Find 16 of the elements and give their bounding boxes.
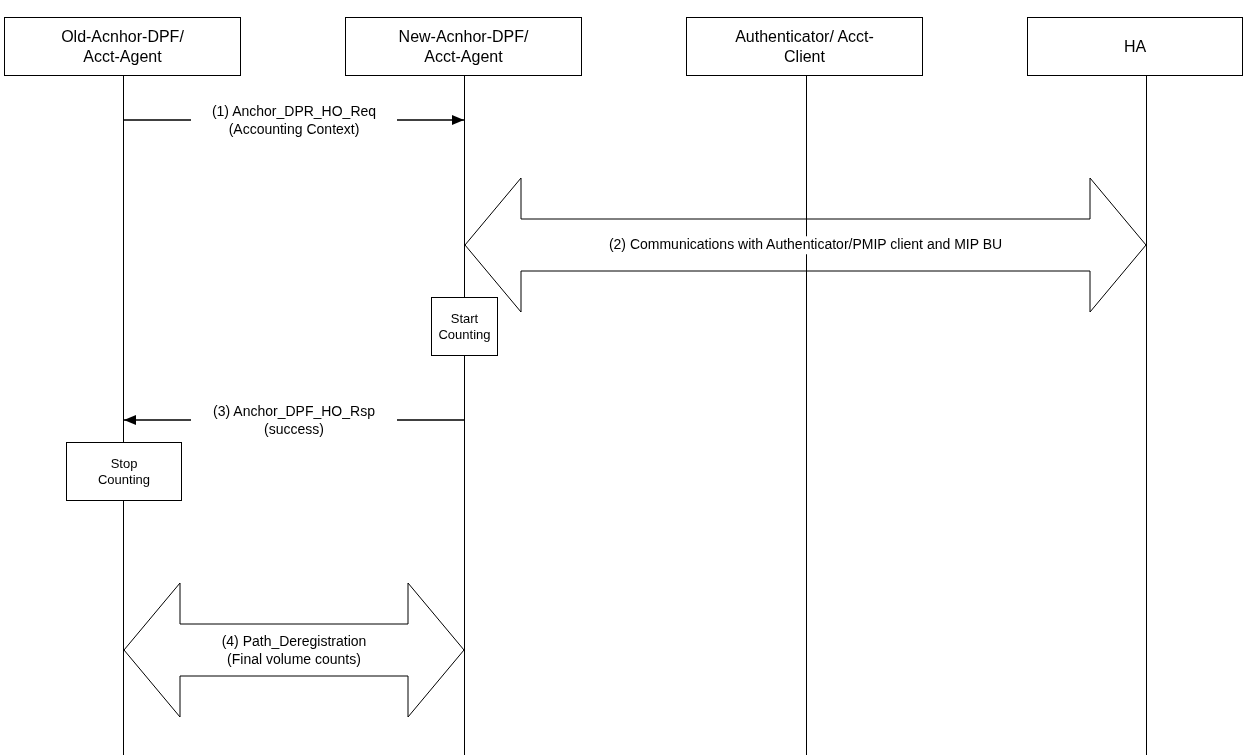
double-block-arrow: [123, 582, 465, 718]
participant-box: HA: [1027, 17, 1243, 76]
double-block-arrow: [464, 177, 1147, 313]
participant-box: New-Acnhor-DPF/ Acct-Agent: [345, 17, 582, 76]
participant-box: Authenticator/ Acct-Client: [686, 17, 923, 76]
participant-box: Old-Acnhor-DPF/ Acct-Agent: [4, 17, 241, 76]
lifeline: [464, 76, 465, 297]
lifeline: [1146, 76, 1147, 755]
lifeline: [806, 76, 807, 755]
lifeline: [123, 501, 124, 755]
process-box: Stop Counting: [66, 442, 182, 501]
edge-label: (1) Anchor_DPR_HO_Req (Accounting Context): [191, 102, 397, 138]
process-box: Start Counting: [431, 297, 498, 356]
lifeline: [123, 76, 124, 442]
edge-label: (3) Anchor_DPF_HO_Rsp (success): [191, 402, 397, 438]
lifeline: [464, 356, 465, 755]
